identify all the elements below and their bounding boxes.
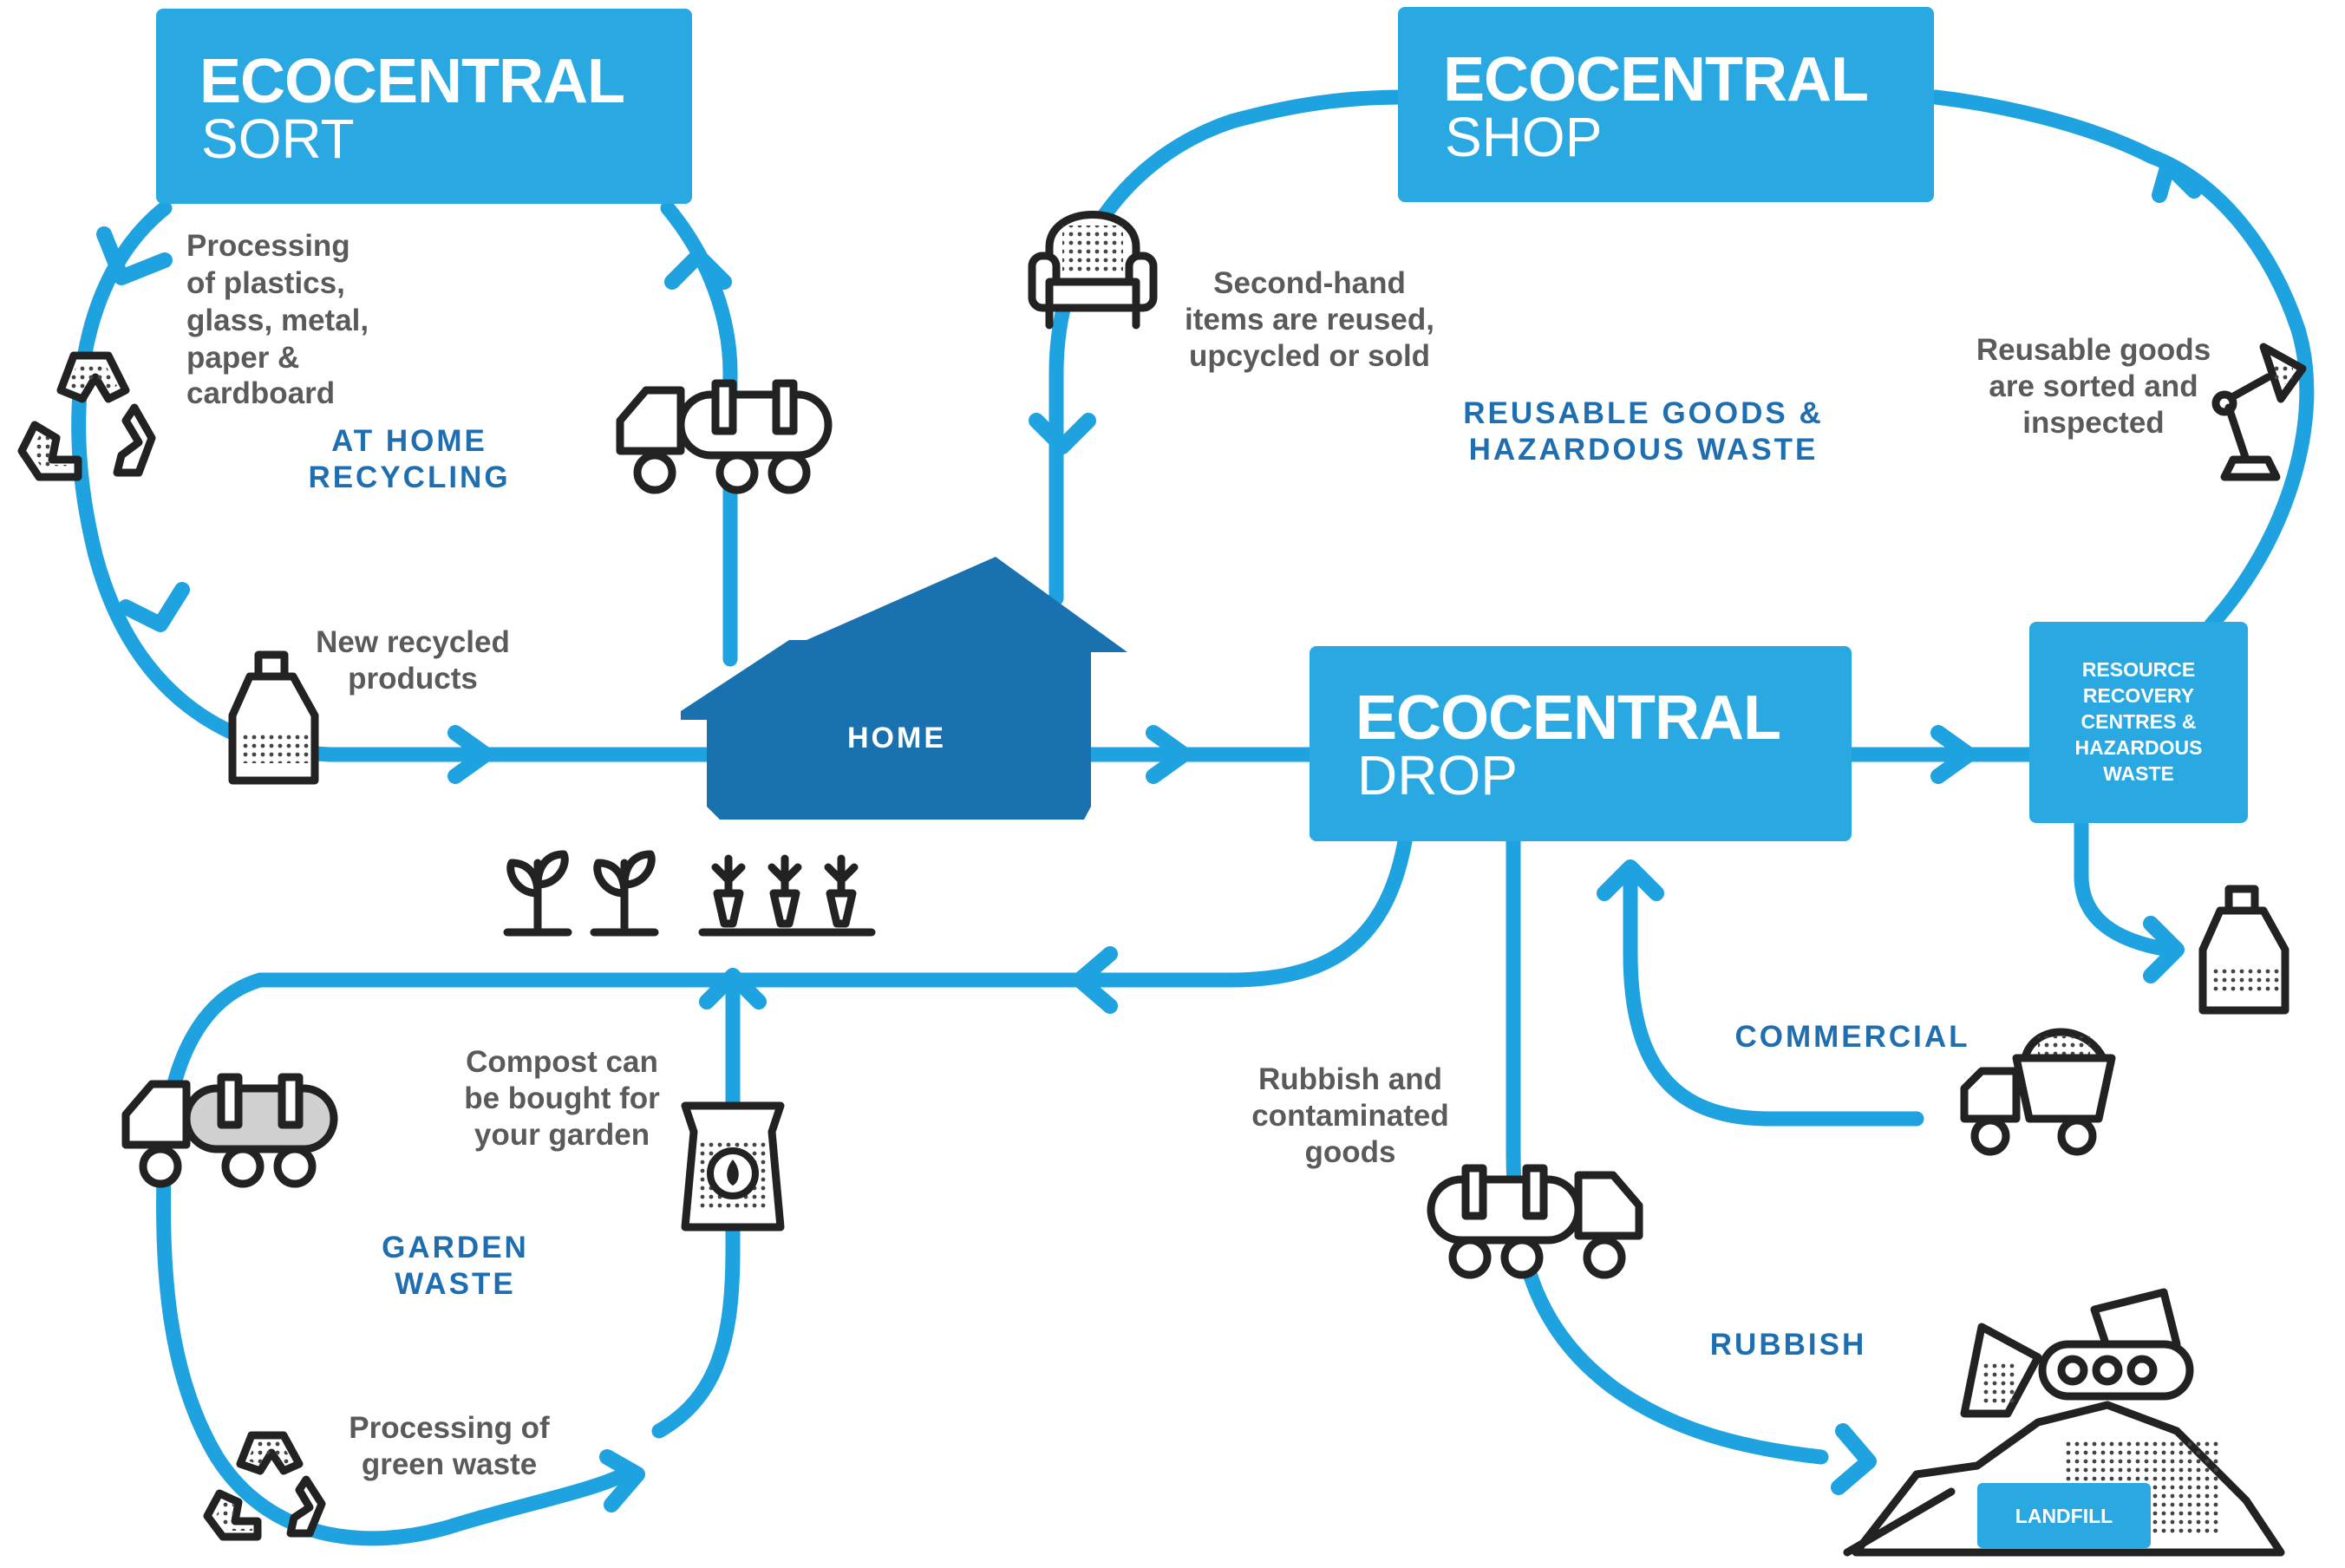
sort-box-title: ECOCENTRAL bbox=[199, 47, 624, 116]
section-reusable-1: REUSABLE GOODS & bbox=[1463, 396, 1824, 430]
arrow-commercial-up bbox=[1597, 859, 1664, 901]
resource-line-3: CENTRES & bbox=[2081, 710, 2197, 733]
section-rubbish: RUBBISH bbox=[1710, 1328, 1866, 1362]
truck-icon bbox=[1427, 1164, 1643, 1279]
svg-text:Processing of: Processing of bbox=[349, 1411, 550, 1445]
ecocentral-sort-box: ECOCENTRAL SORT bbox=[156, 9, 692, 204]
label-second-hand: Second-hand items are reused, upcycled o… bbox=[1185, 266, 1434, 373]
svg-text:your garden: your garden bbox=[474, 1118, 650, 1152]
section-commercial: COMMERCIAL bbox=[1734, 1020, 1969, 1054]
landfill-label: LANDFILL bbox=[2015, 1505, 2113, 1527]
resource-line-4: HAZARDOUS bbox=[2075, 736, 2203, 759]
svg-text:upcycled or sold: upcycled or sold bbox=[1189, 339, 1430, 373]
shop-box-title: ECOCENTRAL bbox=[1443, 45, 1868, 114]
svg-text:glass, metal,: glass, metal, bbox=[186, 304, 369, 337]
shop-box-subtitle: SHOP bbox=[1445, 106, 1602, 168]
dump-truck-icon bbox=[1960, 1028, 2116, 1156]
section-garden-2: WASTE bbox=[395, 1267, 515, 1301]
arrow-rubbish bbox=[1831, 1423, 1877, 1495]
landfill-badge: LANDFILL bbox=[1977, 1483, 2151, 1548]
recycle-icon bbox=[203, 1431, 326, 1541]
svg-text:goods: goods bbox=[1305, 1135, 1396, 1169]
arrow-sort-left-down bbox=[118, 582, 190, 632]
svg-text:paper &: paper & bbox=[186, 341, 299, 375]
drop-box-subtitle: DROP bbox=[1357, 744, 1518, 807]
label-reusable-sorted: Reusable goods are sorted and inspected bbox=[1976, 333, 2211, 440]
label-green-waste: Processing of green waste bbox=[349, 1411, 550, 1481]
commercial-path bbox=[1623, 868, 1924, 1127]
arrow-garden-bottom bbox=[599, 1449, 645, 1512]
label-processing: Processing of plastics, glass, metal, pa… bbox=[186, 229, 369, 410]
arrow-shop-up bbox=[2152, 157, 2202, 203]
carrot-icon bbox=[824, 854, 859, 928]
sort-box-subtitle: SORT bbox=[201, 108, 355, 170]
svg-text:contaminated: contaminated bbox=[1251, 1099, 1449, 1133]
plant-icon bbox=[590, 850, 659, 937]
plant-icon bbox=[503, 850, 572, 937]
svg-text:of plastics,: of plastics, bbox=[186, 266, 345, 300]
rubbish-path bbox=[1506, 833, 1829, 1465]
bulldozer-icon bbox=[1960, 1288, 2194, 1418]
resource-recovery-box: RESOURCE RECOVERY CENTRES & HAZARDOUS WA… bbox=[2029, 622, 2248, 823]
carrot-icon bbox=[711, 854, 746, 928]
arrow-shop-down bbox=[1029, 413, 1096, 454]
svg-text:Second-hand: Second-hand bbox=[1213, 266, 1406, 300]
resource-line-1: RESOURCE bbox=[2082, 658, 2195, 681]
truck-icon bbox=[121, 1073, 338, 1188]
bottle-icon bbox=[2198, 885, 2289, 1015]
home-house: HOME bbox=[681, 557, 1127, 820]
resource-line-5: WASTE bbox=[2103, 762, 2174, 785]
arrow-sort-down bbox=[96, 226, 173, 285]
arrow-to-bottle bbox=[2143, 916, 2185, 983]
label-compost: Compost can be bought for your garden bbox=[464, 1045, 660, 1152]
lamp-icon bbox=[2211, 343, 2307, 481]
armchair-icon bbox=[1028, 211, 1158, 330]
drop-box-title: ECOCENTRAL bbox=[1355, 683, 1780, 753]
section-recycling-1: AT HOME bbox=[331, 424, 487, 458]
svg-text:New recycled: New recycled bbox=[316, 625, 510, 659]
arrow-garden-up bbox=[699, 968, 767, 1009]
arrow-home-to-drop bbox=[1146, 725, 1192, 784]
section-garden-1: GARDEN bbox=[382, 1231, 529, 1264]
svg-text:be bought for: be bought for bbox=[464, 1081, 660, 1115]
bottle-icon bbox=[228, 650, 319, 785]
truck-icon bbox=[616, 379, 833, 494]
sort-return-path bbox=[660, 200, 738, 667]
arrow-to-home bbox=[447, 725, 493, 784]
svg-text:Compost can: Compost can bbox=[466, 1045, 658, 1079]
svg-text:items are reused,: items are reused, bbox=[1185, 303, 1434, 336]
svg-text:Rubbish and: Rubbish and bbox=[1258, 1062, 1442, 1096]
drop-to-garden-path bbox=[1076, 833, 1413, 988]
ecocentral-drop-box: ECOCENTRAL DROP bbox=[1310, 646, 1852, 841]
arrow-sort-up bbox=[664, 248, 732, 290]
recycle-icon bbox=[17, 351, 156, 481]
ecocentral-shop-box: ECOCENTRAL SHOP bbox=[1398, 7, 1934, 202]
arrow-to-garden bbox=[1072, 946, 1118, 1014]
svg-text:are sorted and: are sorted and bbox=[1989, 369, 2198, 403]
home-label: HOME bbox=[847, 722, 946, 755]
flow-arrows bbox=[96, 157, 2202, 1512]
resource-line-2: RECOVERY bbox=[2083, 684, 2194, 707]
svg-text:cardboard: cardboard bbox=[186, 376, 335, 410]
garden-return-path bbox=[651, 972, 741, 1439]
svg-text:inspected: inspected bbox=[2022, 406, 2164, 440]
compost-bag-icon bbox=[681, 1101, 785, 1232]
section-reusable-2: HAZARDOUS WASTE bbox=[1469, 433, 1819, 467]
resource-to-bottle-path bbox=[2074, 816, 2176, 957]
arrow-drop-to-resource bbox=[1930, 725, 1976, 784]
section-recycling-2: RECYCLING bbox=[308, 461, 510, 494]
carrot-icon bbox=[768, 854, 802, 928]
shop-loop-right-path bbox=[1928, 89, 2315, 632]
svg-text:products: products bbox=[348, 662, 478, 696]
label-rubbish-contaminated: Rubbish and contaminated goods bbox=[1251, 1062, 1449, 1169]
label-new-recycled: New recycled products bbox=[316, 625, 510, 696]
svg-text:Reusable goods: Reusable goods bbox=[1976, 333, 2211, 367]
svg-text:Processing: Processing bbox=[186, 229, 350, 263]
svg-text:green waste: green waste bbox=[362, 1447, 537, 1481]
